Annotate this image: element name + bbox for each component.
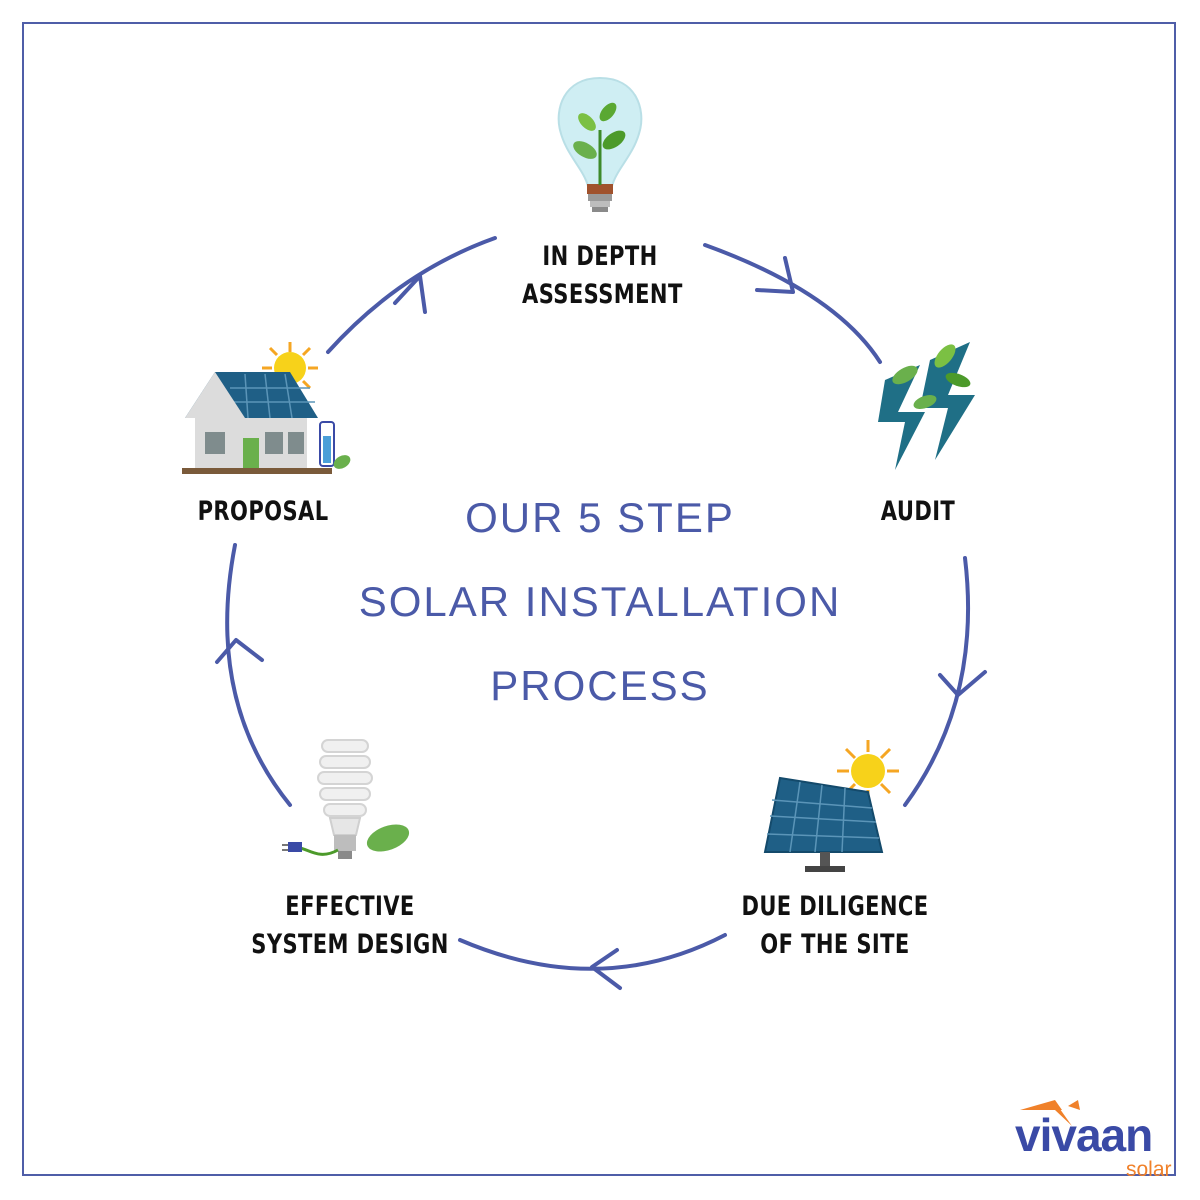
arc-audit-to-diligence (903, 556, 971, 807)
arc-assessment-to-audit (703, 243, 882, 364)
step-label-proposal: PROPOSAL (197, 496, 329, 527)
solar-panel-sun-icon (763, 740, 899, 872)
step-label-system-design: EFFECTIVE SYSTEM DESIGN (251, 891, 449, 960)
logo-sub: solar (1126, 1158, 1172, 1181)
title-line-2: SOLAR INSTALLATION (358, 578, 842, 625)
arrowhead-4 (215, 638, 264, 664)
title-line-3: PROCESS (490, 662, 710, 709)
arc-design-to-proposal (225, 543, 292, 807)
vivaan-logo-mark (1020, 1100, 1080, 1126)
center-title: OUR 5 STEP SOLAR INSTALLATION PROCESS (300, 488, 900, 740)
lightbulb-plant-icon (557, 76, 643, 212)
step-label-due-diligence: DUE DILIGENCE OF THE SITE (741, 891, 929, 960)
arrowhead-1 (755, 256, 795, 294)
arc-diligence-to-design (458, 933, 727, 971)
arrowhead-2 (938, 670, 987, 697)
arc-proposal-to-assessment (326, 236, 497, 354)
arrowhead-3 (590, 948, 622, 990)
solar-house-icon (182, 342, 351, 474)
title-line-1: OUR 5 STEP (465, 494, 735, 541)
border-frame (22, 22, 1176, 1176)
arrowhead-5 (393, 274, 427, 314)
logo-word: vivaan (1015, 1109, 1153, 1161)
step-label-audit: AUDIT (880, 496, 956, 527)
cfl-bulb-leaf-icon (282, 739, 410, 859)
lightning-leaves-icon (878, 342, 975, 470)
step-label-assessment: IN DEPTH ASSESSMENT (522, 241, 683, 310)
